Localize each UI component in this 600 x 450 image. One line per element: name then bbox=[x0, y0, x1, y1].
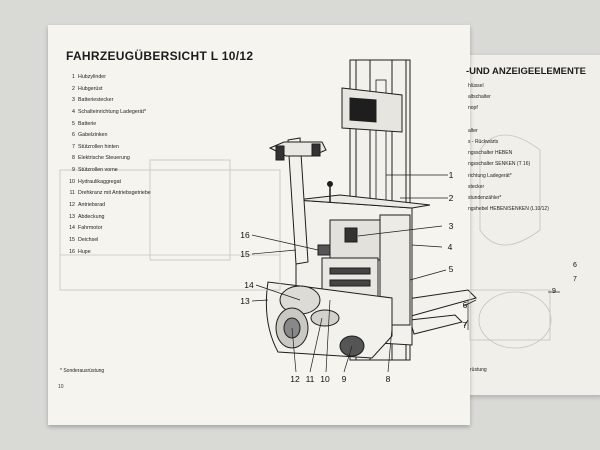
callout-16: 16 bbox=[240, 230, 250, 240]
callout-12: 12 bbox=[290, 374, 300, 384]
page-number: 10 bbox=[58, 384, 64, 390]
list-item: s - Rückwärts bbox=[468, 138, 499, 145]
mast-plate bbox=[349, 97, 377, 123]
slewing-ring bbox=[310, 309, 340, 327]
right-page bbox=[455, 55, 600, 395]
horn bbox=[317, 244, 331, 256]
page-title: FAHRZEUGÜBERSICHT L 10/12 bbox=[66, 49, 254, 63]
list-item: ngsschalter HEBEN bbox=[468, 150, 513, 157]
callout-13: 13 bbox=[240, 296, 250, 306]
list-item: richtung Ladegerät* bbox=[468, 172, 512, 179]
callout-1: 1 bbox=[448, 170, 454, 180]
list-item: nopf bbox=[468, 105, 478, 112]
tiller bbox=[287, 137, 309, 265]
list-item: alter bbox=[468, 127, 478, 134]
list-item: stecker bbox=[468, 183, 485, 190]
right-page-title: -UND ANZEIGEELEMENTE bbox=[466, 66, 586, 77]
control-elements-list: hlüssel altschalter nopf alter s - Rückw… bbox=[468, 83, 549, 217]
list-item: ngshebel HEBEN/SENKEN (L10/12) bbox=[468, 206, 549, 213]
battery-connector bbox=[344, 227, 358, 243]
right-footnote: rüstung bbox=[470, 367, 487, 373]
callout-4: 4 bbox=[447, 242, 453, 252]
list-item: altschalter bbox=[468, 94, 491, 101]
right-callout-7: 7 bbox=[573, 276, 577, 283]
callout-2: 2 bbox=[448, 193, 454, 203]
callout-9: 9 bbox=[341, 374, 347, 384]
footnote: * Sonderausrüstung bbox=[60, 368, 105, 374]
fork-tine-lower bbox=[409, 314, 463, 335]
callout-10: 10 bbox=[320, 374, 330, 384]
right-callout-6: 6 bbox=[573, 262, 577, 269]
callout-6: 6 bbox=[462, 300, 468, 310]
callout-5: 5 bbox=[448, 264, 454, 274]
callout-15: 15 bbox=[240, 249, 250, 259]
callout-11: 11 bbox=[305, 374, 315, 384]
list-item: hlüssel bbox=[468, 83, 484, 89]
callout-7: 7 bbox=[462, 320, 468, 330]
list-item: ngsschalter SENKEN (T 16) bbox=[468, 161, 531, 168]
right-callout-9: 9 bbox=[552, 288, 556, 295]
list-item: stundenzähler* bbox=[468, 194, 502, 201]
callout-8: 8 bbox=[385, 374, 391, 384]
callout-3: 3 bbox=[448, 221, 454, 231]
callout-14: 14 bbox=[244, 280, 254, 290]
list-item bbox=[468, 117, 549, 128]
